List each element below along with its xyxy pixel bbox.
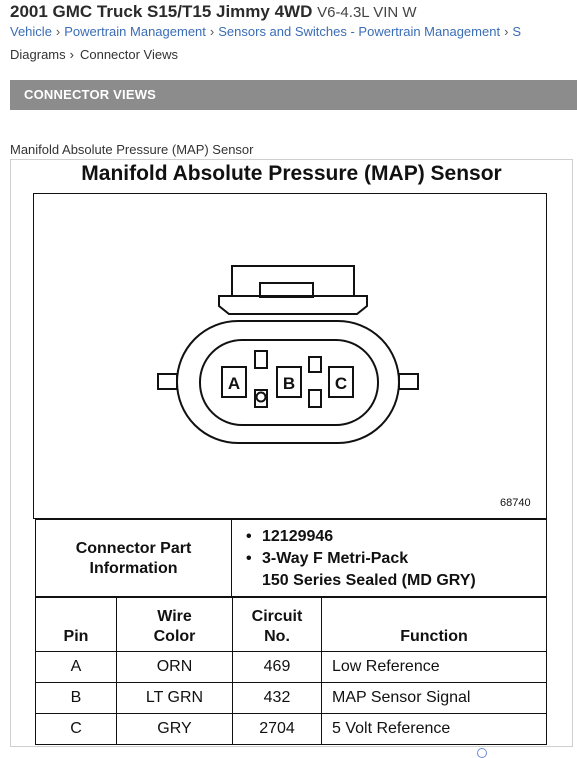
connector-face — [199, 339, 379, 426]
circuit-cell: 432 — [232, 682, 322, 714]
connector-info-label-1: Connector Part — [75, 539, 192, 557]
connector-illustration: A B C — [157, 265, 419, 444]
breadcrumb: Vehicle›Powertrain Management›Sensors an… — [10, 26, 521, 39]
locator-key-4 — [308, 389, 322, 408]
wire-color-cell: GRY — [116, 713, 233, 745]
diagram-title: Manifold Absolute Pressure (MAP) Sensor — [81, 162, 502, 185]
pin-cell: A — [35, 651, 117, 683]
part-number: 12129946 — [262, 527, 334, 545]
latch-base — [218, 295, 368, 315]
chevron-right-icon: › — [504, 26, 509, 39]
locator-key-3 — [254, 389, 268, 408]
pin-cavity-c — [328, 366, 354, 398]
connector-info-label-2: Information — [89, 559, 178, 577]
wire-color-cell: ORN — [116, 651, 233, 683]
breadcrumb-link-powertrain[interactable]: Powertrain Management — [64, 26, 206, 39]
bullet-icon: • — [246, 527, 252, 545]
chevron-right-icon: › — [69, 47, 74, 62]
function-cell: MAP Sensor Signal — [321, 682, 547, 714]
latch-housing-outline — [231, 265, 355, 296]
section-banner: CONNECTOR VIEWS — [10, 80, 577, 110]
breadcrumb-current: Connector Views — [79, 47, 179, 62]
diagram-caption: Manifold Absolute Pressure (MAP) Sensor — [10, 142, 254, 157]
table-row: A ORN 469 Low Reference — [35, 651, 547, 683]
pin-cell: B — [35, 682, 117, 714]
pin-label-a: A — [228, 374, 240, 393]
latch-slot — [259, 282, 314, 298]
diagram-frame — [10, 159, 573, 747]
table-row: B LT GRN 432 MAP Sensor Signal — [35, 682, 547, 714]
page-title: 2001 GMC Truck S15/T15 Jimmy 4WD V6-4.3L… — [10, 2, 417, 22]
header-pin: Pin — [35, 596, 117, 652]
pin-label-c: C — [335, 374, 347, 393]
locator-key-2 — [308, 356, 322, 373]
pin-cavity-b — [276, 366, 302, 398]
connector-drawing: A B C — [33, 193, 547, 519]
bullet-icon: • — [246, 549, 252, 567]
header-function: Function — [321, 596, 547, 652]
wire-color-cell: LT GRN — [116, 682, 233, 714]
circuit-cell: 469 — [232, 651, 322, 683]
connector-series: 150 Series Sealed (MD GRY) — [262, 571, 476, 589]
seal-indicator — [255, 391, 267, 403]
connector-part-list: • 12129946 • 3-Way F Metri-Pack 150 Series… — [231, 519, 547, 598]
connector-info-label: Connector Part Information — [35, 519, 232, 598]
figure-ref-number: 68740 — [500, 497, 531, 509]
breadcrumb-link-vehicle[interactable]: Vehicle — [10, 26, 52, 39]
breadcrumb-line-2: Diagrams› Connector Views — [10, 47, 178, 62]
locator-key-1 — [254, 350, 268, 369]
table-row: C GRY 2704 5 Volt Reference — [35, 713, 547, 745]
pin-label-b: B — [283, 374, 295, 393]
breadcrumb-link-diagrams[interactable]: Diagrams — [10, 47, 66, 62]
function-cell: Low Reference — [321, 651, 547, 683]
breadcrumb-link-sensors[interactable]: Sensors and Switches - Powertrain Manage… — [218, 26, 501, 39]
circuit-cell: 2704 — [232, 713, 322, 745]
engine-subtitle: V6-4.3L VIN W — [317, 4, 417, 21]
zoom-icon[interactable] — [477, 748, 487, 758]
connector-info-table: Connector Part Information • 12129946 • 3-… — [35, 519, 547, 598]
left-tab — [157, 373, 178, 390]
chevron-right-icon: › — [209, 26, 215, 39]
pin-cavity-a — [221, 366, 247, 398]
pin-cell: C — [35, 713, 117, 745]
right-tab — [398, 373, 419, 390]
breadcrumb-link-truncated[interactable]: S — [512, 26, 522, 39]
connector-type: 3-Way F Metri-Pack — [262, 549, 409, 567]
function-cell: 5 Volt Reference — [321, 713, 547, 745]
chevron-right-icon: › — [55, 26, 61, 39]
vehicle-title: 2001 GMC Truck S15/T15 Jimmy 4WD — [10, 2, 313, 21]
